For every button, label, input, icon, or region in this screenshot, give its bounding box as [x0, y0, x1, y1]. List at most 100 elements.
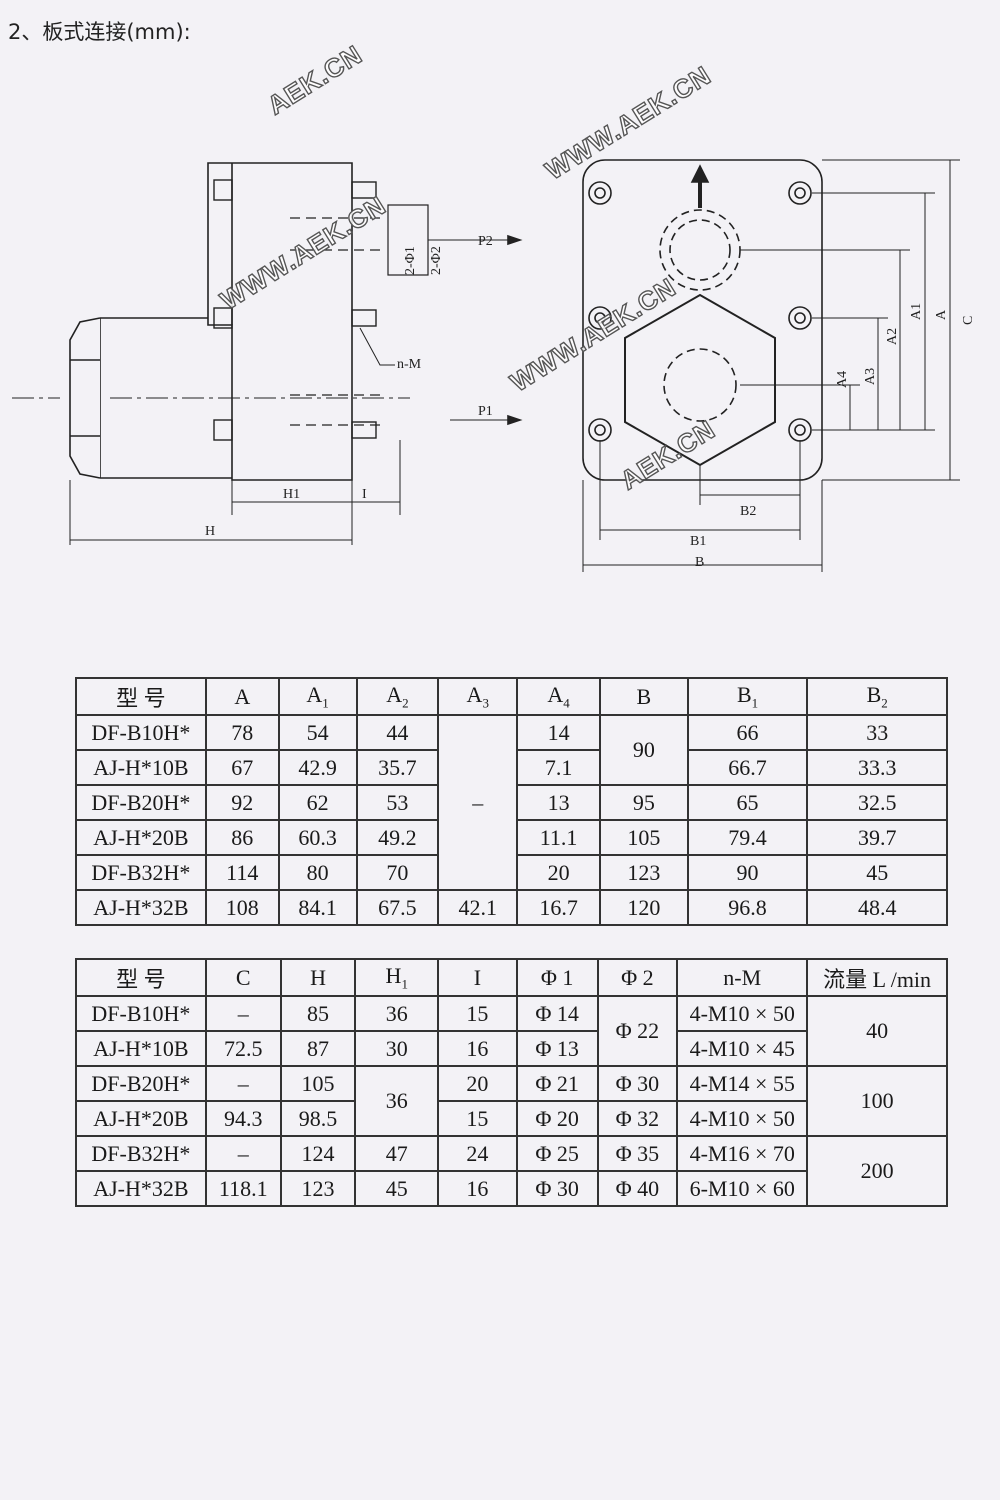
column-header: n-M [676, 958, 809, 997]
header-subscript: 1 [322, 695, 329, 711]
model-cell: AJ-H*20B [75, 1100, 207, 1137]
column-header: A [204, 677, 280, 716]
header-text: 型 号 [116, 966, 166, 992]
header-text: A [466, 681, 483, 707]
front-view [582, 159, 960, 572]
model-cell: DF-B10H* [75, 714, 207, 751]
label-A: A [934, 309, 949, 320]
header-text: B [636, 683, 652, 709]
header-text: A [234, 683, 251, 709]
label-A1: A1 [909, 303, 924, 320]
label-A2: A2 [885, 328, 900, 345]
table-cell: 60.3 [277, 819, 358, 856]
table-cell: 49.2 [355, 819, 440, 856]
label-H: H [205, 524, 215, 539]
table-cell: 80 [277, 854, 358, 891]
section-title: 2、板式连接(mm): [8, 20, 191, 44]
table-cell: 15 [437, 995, 518, 1032]
label-B1: B1 [690, 534, 706, 549]
table-cell: 15 [437, 1100, 518, 1137]
table-cell: 72.5 [204, 1030, 282, 1067]
table-cell: 4-M10 × 50 [676, 995, 809, 1032]
table-cell: 42.1 [437, 889, 519, 926]
table-cell: 20 [516, 854, 601, 891]
table-cell: 20 [437, 1065, 518, 1102]
table-cell: 90 [598, 714, 689, 786]
label-phi2: 2-Φ2 [429, 246, 444, 275]
column-header: Φ 2 [596, 958, 679, 997]
table-cell: 86 [204, 819, 280, 856]
label-phi1: 2-Φ1 [403, 246, 418, 275]
model-cell: AJ-H*10B [75, 749, 207, 786]
column-header: Φ 1 [515, 958, 599, 997]
table-cell: 105 [598, 819, 689, 856]
table-cell: 48.4 [806, 889, 948, 926]
table-cell: 200 [806, 1135, 948, 1207]
table-cell: 123 [598, 854, 689, 891]
header-text: A [386, 681, 403, 707]
header-text: Φ 1 [540, 964, 574, 990]
model-cell: AJ-H*32B [75, 1170, 207, 1207]
table-cell: Φ 14 [515, 995, 599, 1032]
table-cell: 24 [437, 1135, 518, 1172]
table-cell: Φ 22 [596, 995, 679, 1067]
table-cell: 14 [516, 714, 601, 751]
column-header: C [204, 958, 282, 997]
table-cell: 33 [806, 714, 948, 751]
header-text: A [547, 681, 564, 707]
header-subscript: 1 [751, 695, 759, 711]
table-cell: 16.7 [516, 889, 601, 926]
table-cell: 36 [354, 1065, 440, 1137]
header-text: 型 号 [116, 685, 166, 711]
table-cell: 70 [355, 854, 440, 891]
table-cell: – [204, 1065, 282, 1102]
table-cell: 67.5 [355, 889, 440, 926]
header-text: n-M [723, 964, 762, 990]
table-cell: 30 [354, 1030, 440, 1067]
table-cell: 79.4 [686, 819, 809, 856]
table-cell: 45 [806, 854, 948, 891]
table-cell: 100 [806, 1065, 948, 1137]
table-cell: 32.5 [806, 784, 948, 821]
header-text: Φ 2 [621, 964, 654, 990]
table-cell: 123 [279, 1170, 357, 1207]
table-cell: 98.5 [279, 1100, 357, 1137]
table-cell: 118.1 [204, 1170, 282, 1207]
label-A3: A3 [863, 368, 878, 385]
label-H1: H1 [283, 487, 300, 502]
column-header: B [598, 677, 689, 716]
table-cell: Φ 20 [515, 1100, 599, 1137]
column-header: A4 [516, 677, 601, 716]
table-cell: 114 [204, 854, 280, 891]
table-cell: 4-M10 × 50 [676, 1100, 809, 1137]
table-cell: Φ 35 [596, 1135, 679, 1172]
column-header: B2 [806, 677, 948, 716]
dimension-drawing: H1 I H P2 P1 n-M 2-Φ1 2-Φ2 C A A1 A2 A3 … [12, 159, 976, 572]
model-cell: DF-B20H* [75, 784, 207, 821]
header-text: C [235, 964, 251, 990]
label-B2: B2 [740, 504, 756, 519]
table-cell: 96.8 [686, 889, 809, 926]
table-cell: – [437, 714, 519, 891]
label-B: B [695, 555, 704, 570]
label-A4: A4 [835, 371, 850, 388]
column-header: H1 [354, 958, 440, 997]
column-header: 型 号 [75, 677, 207, 716]
label-P2: P2 [478, 234, 493, 249]
table-cell: 45 [354, 1170, 440, 1207]
table-cell: 4-M10 × 45 [676, 1030, 809, 1067]
table-cell: 54 [277, 714, 358, 751]
table-cell: 66 [686, 714, 809, 751]
table-cell: Φ 32 [596, 1100, 679, 1137]
header-text: H [385, 962, 402, 988]
table-cell: – [204, 995, 282, 1032]
column-header: A3 [437, 677, 519, 716]
